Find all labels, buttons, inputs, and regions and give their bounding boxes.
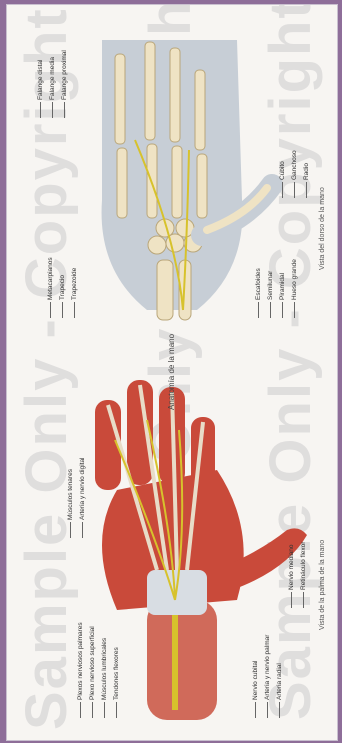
label-dorsal: Trapezoide (71, 268, 78, 300)
label-palm: Músculos tenares (67, 469, 74, 520)
wrist-muscle-shape (147, 600, 217, 720)
label-palm: Arteria y nervio palmar (264, 635, 271, 700)
rotated-plate-content: Sample Only - Copyrighted Sample Only - … (7, 5, 337, 740)
label-dorsal: Semilunar (267, 271, 274, 300)
label-dorsal: Cúbito (279, 161, 286, 180)
label-dorsal: Metacarpianos (47, 257, 54, 300)
label-palm: Músculos lumbricales (101, 638, 108, 700)
label-palm: Tendones flexores (113, 647, 120, 700)
label-dorsal: Escafoides (255, 268, 262, 300)
dorsal-view-illustration (102, 40, 272, 320)
label-palm: Plexos nerviosos palmares (77, 622, 84, 700)
label-dorsal: Ganchoso (291, 150, 298, 180)
label-dorsal: Radio (303, 163, 310, 180)
label-dorsal: Falange distal (37, 60, 44, 100)
phalanx-bone (170, 48, 180, 142)
label-palm: Nervio cubital (252, 661, 259, 700)
phalanx-bone (145, 42, 155, 140)
radius-bone (157, 260, 173, 320)
plate-title: Anatomía de la mano (167, 334, 176, 410)
metacarpal-bone (197, 154, 207, 218)
label-dorsal: Hueso grande (291, 259, 298, 300)
label-dorsal: Piramidal (279, 273, 286, 300)
label-palm: Plexo nervioso superficial (89, 626, 96, 700)
nerve-line (172, 600, 178, 710)
caption-palm-view: Vista de la palma de la mano (319, 540, 326, 630)
label-dorsal: Falange proximal (61, 50, 68, 100)
label-palm: Retináculo flexor (300, 542, 307, 590)
phalanx-bone (195, 70, 205, 150)
label-palm: Nervio mediano (288, 544, 295, 590)
phalanx-bone (115, 54, 125, 144)
label-palm: Arteria y nervio digital (79, 458, 86, 521)
carpal-bone (148, 236, 166, 254)
metacarpal-bone (117, 148, 127, 218)
anatomy-plate: Sample Only - Copyrighted Sample Only - … (6, 4, 338, 741)
label-dorsal: Trapecio (59, 275, 66, 300)
label-dorsal: Falange media (49, 57, 56, 100)
caption-dorsal-view: Vista del dorso de la mano (319, 187, 326, 270)
label-palm: Arteria radial (276, 663, 283, 700)
metacarpal-bone (172, 146, 182, 218)
